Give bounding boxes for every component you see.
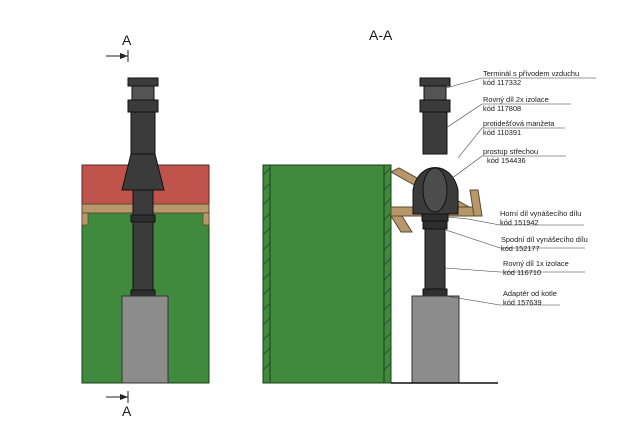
front-pipe-upper <box>130 111 156 155</box>
label-lower-support-line2: kód 152177 <box>501 244 540 253</box>
front-adapter <box>130 289 156 297</box>
label-terminal-line2: kód 117332 <box>483 78 521 87</box>
front-support-clamp <box>130 214 156 223</box>
section-rain-collar <box>422 167 448 213</box>
section-roof-post <box>469 189 483 217</box>
front-terminal-body <box>131 85 155 101</box>
label-pipe-2x-line1: Rovný díl 2x izolace <box>483 95 549 104</box>
section-support-lower <box>422 220 448 230</box>
label-pipe-2x-line2: kód 117808 <box>483 104 521 113</box>
section-wall-hatch <box>262 167 392 371</box>
section-terminal-cap <box>419 77 451 87</box>
label-upper-support-line1: Horní díl vynášecího dílu <box>500 209 581 218</box>
front-beam-right-post <box>202 212 210 226</box>
section-mark-bottom-letter: A <box>122 403 132 419</box>
section-mark-top-letter: A <box>122 32 132 48</box>
section-wall-right-edge <box>383 164 392 384</box>
label-adapter-line1: Adaptér od kotle <box>503 289 557 298</box>
section-pipe-upper <box>422 111 448 155</box>
section-wall-left-edge <box>262 164 271 384</box>
label-roof-passage-line1: prostup střechou <box>483 147 538 156</box>
front-terminal-collar <box>127 99 159 113</box>
section-boiler <box>411 295 460 384</box>
label-pipe-1x-line1: Rovný díl 1x izolace <box>503 259 569 268</box>
front-boiler <box>121 295 169 384</box>
label-roof-passage-line2: kód 154436 <box>487 156 526 165</box>
leader-lines <box>444 77 596 306</box>
section-support-upper <box>421 213 449 222</box>
front-terminal-cap <box>127 77 159 87</box>
label-lower-support-line1: Spodní díl vynášecího dílu <box>501 235 588 244</box>
section-view: A-A <box>262 27 596 384</box>
section-title: A-A <box>369 27 393 43</box>
front-beam-left-post <box>81 212 89 226</box>
section-roof-brace <box>390 215 413 233</box>
section-mark-top-arrow <box>106 50 129 62</box>
label-rain-collar-line2: kód 110391 <box>483 128 521 137</box>
section-adapter <box>422 288 448 297</box>
section-terminal-collar <box>419 99 451 113</box>
front-rain-collar <box>121 153 165 191</box>
front-view: A A <box>81 32 210 419</box>
section-wall <box>262 164 392 384</box>
label-terminal-line1: Terminál s přívodem vzduchu <box>483 69 579 78</box>
label-upper-support-line2: kód 151942 <box>500 218 539 227</box>
section-terminal-body <box>423 85 447 101</box>
label-rain-collar-line1: protidešťová manžeta <box>483 119 555 128</box>
label-adapter-line2: kód 157639 <box>503 298 542 307</box>
label-pipe-1x-line2: kód 116710 <box>503 268 541 277</box>
section-mark-bottom-arrow <box>106 391 129 403</box>
front-pipe-lower <box>132 189 154 297</box>
callout-labels: Terminál s přívodem vzduchu kód 117332 R… <box>483 69 588 307</box>
